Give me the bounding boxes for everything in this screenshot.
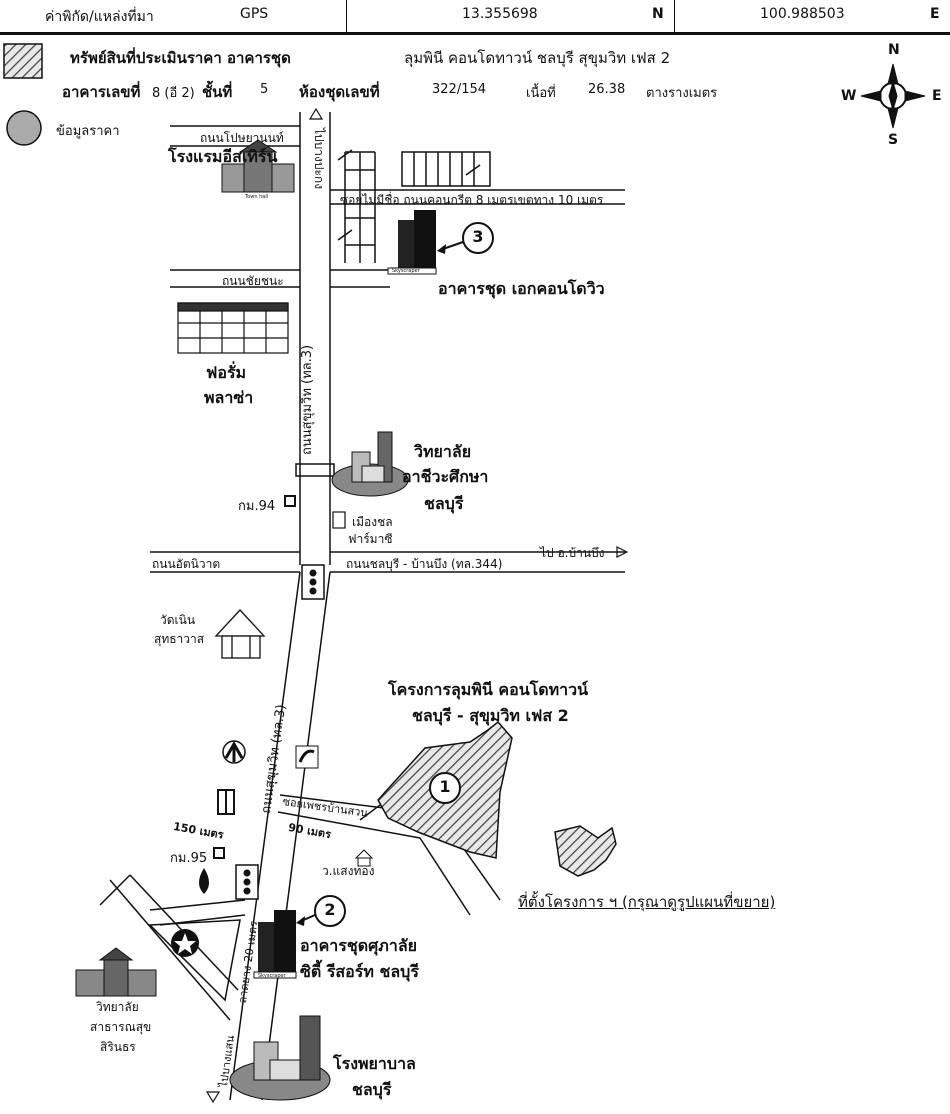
house-icon — [354, 849, 374, 867]
area-unit: ตางรางเมตร — [646, 86, 718, 101]
marker-1-label: 1 — [439, 777, 451, 796]
road-poyanon: ถนนโปษยานนท์ — [200, 131, 284, 145]
pharmacy-line1: เมืองชล — [352, 515, 393, 529]
building-label: อาคารเลขที่ — [62, 83, 141, 101]
property-legend-swatch — [3, 43, 43, 79]
eak-condo-label: อาคารชุด เอกคอนโดวิว — [438, 279, 605, 298]
project-site-inset-polygon — [554, 825, 617, 877]
pharmacy-icon — [332, 511, 346, 529]
marker-3-label: 3 — [472, 227, 484, 246]
floor-label: ชั้นที่ — [202, 83, 233, 101]
voc-college-line2: อาชีวะศึกษา — [402, 467, 489, 486]
town-hall-caption: Town hall — [245, 194, 269, 200]
road-chaichana: ถนนชัยชนะ — [222, 274, 284, 288]
area-label: เนื้อที่ — [526, 86, 556, 101]
area-value: 26.38 — [588, 82, 626, 97]
voc-college-line3: ชลบุรี — [424, 494, 464, 513]
compass-s: S — [888, 132, 899, 148]
oil-drop-icon — [199, 868, 209, 894]
hospital-line1: โรงพยาบาล — [333, 1054, 416, 1073]
property-legend-label: ทรัพย์สินที่ประเมินราคา อาคารชุด — [70, 49, 291, 67]
college-line1: วิทยาลัย — [96, 1000, 139, 1014]
building-value: 8 (อี 2) — [152, 86, 195, 101]
traffic-light-icon — [235, 864, 259, 900]
bank-logo-icon — [222, 740, 246, 764]
latitude-dir: N — [652, 6, 664, 22]
road-sukhumvit-upper: ถนนสุขุมวิท (ทล.3) — [300, 344, 315, 455]
latitude-value: 13.355698 — [462, 6, 538, 22]
coordinate-bar: ค่าพิกัด/แหล่งที่มา GPS 13.355698 N 100.… — [0, 0, 950, 35]
voc-college-line1: วิทยาลัย — [414, 442, 472, 461]
site-note-label: ที่ตั้งโครงการ ฯ (กรุณาดูรูปแผนที่ขยาย) — [518, 893, 776, 911]
road-chonburi-banbueng: ถนนชลบุรี - บ้านบึง (ทล.344) — [346, 557, 503, 571]
marker-1-circle — [429, 772, 461, 804]
km-marker-icon — [284, 495, 296, 507]
road-to-banbueng: ไป อ.บ้านบึง — [540, 546, 605, 560]
supalai-label-line1: อาคารชุดศุภาลัย — [300, 936, 417, 955]
price-data-label: ข้อมูลราคา — [56, 124, 120, 139]
coord-source: GPS — [240, 6, 269, 22]
forum-plaza-icon — [177, 302, 289, 354]
hospital-icon — [229, 1015, 331, 1101]
college-line3: สิรินธร — [100, 1040, 136, 1054]
road-to-bangpakong: ไปบางปะกง — [312, 128, 326, 190]
supalai-label-line2: ซิตี้ รีสอร์ท ชลบุรี — [300, 962, 419, 981]
longitude-dir: E — [930, 6, 940, 22]
marker-2-label: 2 — [324, 900, 336, 919]
skyscraper-caption: Skyscraper — [392, 268, 420, 274]
skyscraper-caption: Skyscraper — [258, 973, 286, 979]
km-marker-icon — [213, 847, 225, 859]
price-data-legend-icon — [6, 110, 42, 146]
compass-icon — [860, 63, 926, 129]
traffic-light-icon — [301, 564, 325, 600]
college-building-icon — [75, 947, 157, 997]
coord-label: ค่าพิกัด/แหล่งที่มา — [45, 9, 154, 25]
pharmacy-line2: ฟาร์มาซี — [348, 532, 393, 546]
temple-icon — [214, 609, 266, 659]
skyscraper-icon — [387, 210, 437, 275]
km95-label: กม.95 — [170, 851, 208, 866]
skyscraper-icon — [253, 910, 297, 979]
vocational-college-icon — [331, 431, 409, 497]
forum-label-line2: พลาซ่า — [204, 388, 254, 407]
property-name: ลุมพินี คอนโดทาวน์ ชลบุรี สุขุมวิท เฟส 2 — [404, 49, 671, 67]
star-logo-icon — [171, 929, 199, 957]
marker-3-circle — [462, 222, 494, 254]
temple-line1: วัดเนิน — [160, 613, 196, 627]
eastern-hotel-label: โรงแรมอีสเทิร์น — [168, 147, 278, 166]
unit-label: ห้องชุดเลขที่ — [299, 83, 380, 101]
hospital-line2: ชลบุรี — [352, 1080, 392, 1099]
floor-value: 5 — [260, 82, 269, 97]
compass-e: E — [932, 88, 942, 104]
project-label-line2: ชลบุรี - สุขุมวิท เฟส 2 — [412, 706, 569, 725]
road-atthaniwat: ถนนอัตนิวาต — [152, 557, 221, 571]
longitude-value: 100.988503 — [760, 6, 845, 22]
college-line2: สาธารณสุข — [90, 1020, 152, 1034]
town-hall-icon — [221, 139, 295, 193]
gas-station-logo-icon — [295, 745, 319, 769]
sangthong-label: ว.แสงทอง — [322, 864, 375, 878]
compass-w: W — [841, 88, 857, 104]
temple-line2: สุทธาวาส — [154, 632, 205, 646]
km94-label: กม.94 — [238, 499, 276, 514]
project-label-line1: โครงการลุมพินี คอนโดทาวน์ — [388, 680, 589, 699]
unit-value: 322/154 — [432, 82, 487, 97]
forum-label-line1: ฟอรั่ม — [206, 363, 247, 382]
bank-sign-icon — [217, 789, 235, 815]
compass-n: N — [888, 42, 900, 58]
marker-2-circle — [314, 895, 346, 927]
road-soi-unnamed: ซอยไม่มีชื่อ ถนนคอนกรีต 8 เมตรเขตทาง 10 … — [340, 193, 604, 207]
